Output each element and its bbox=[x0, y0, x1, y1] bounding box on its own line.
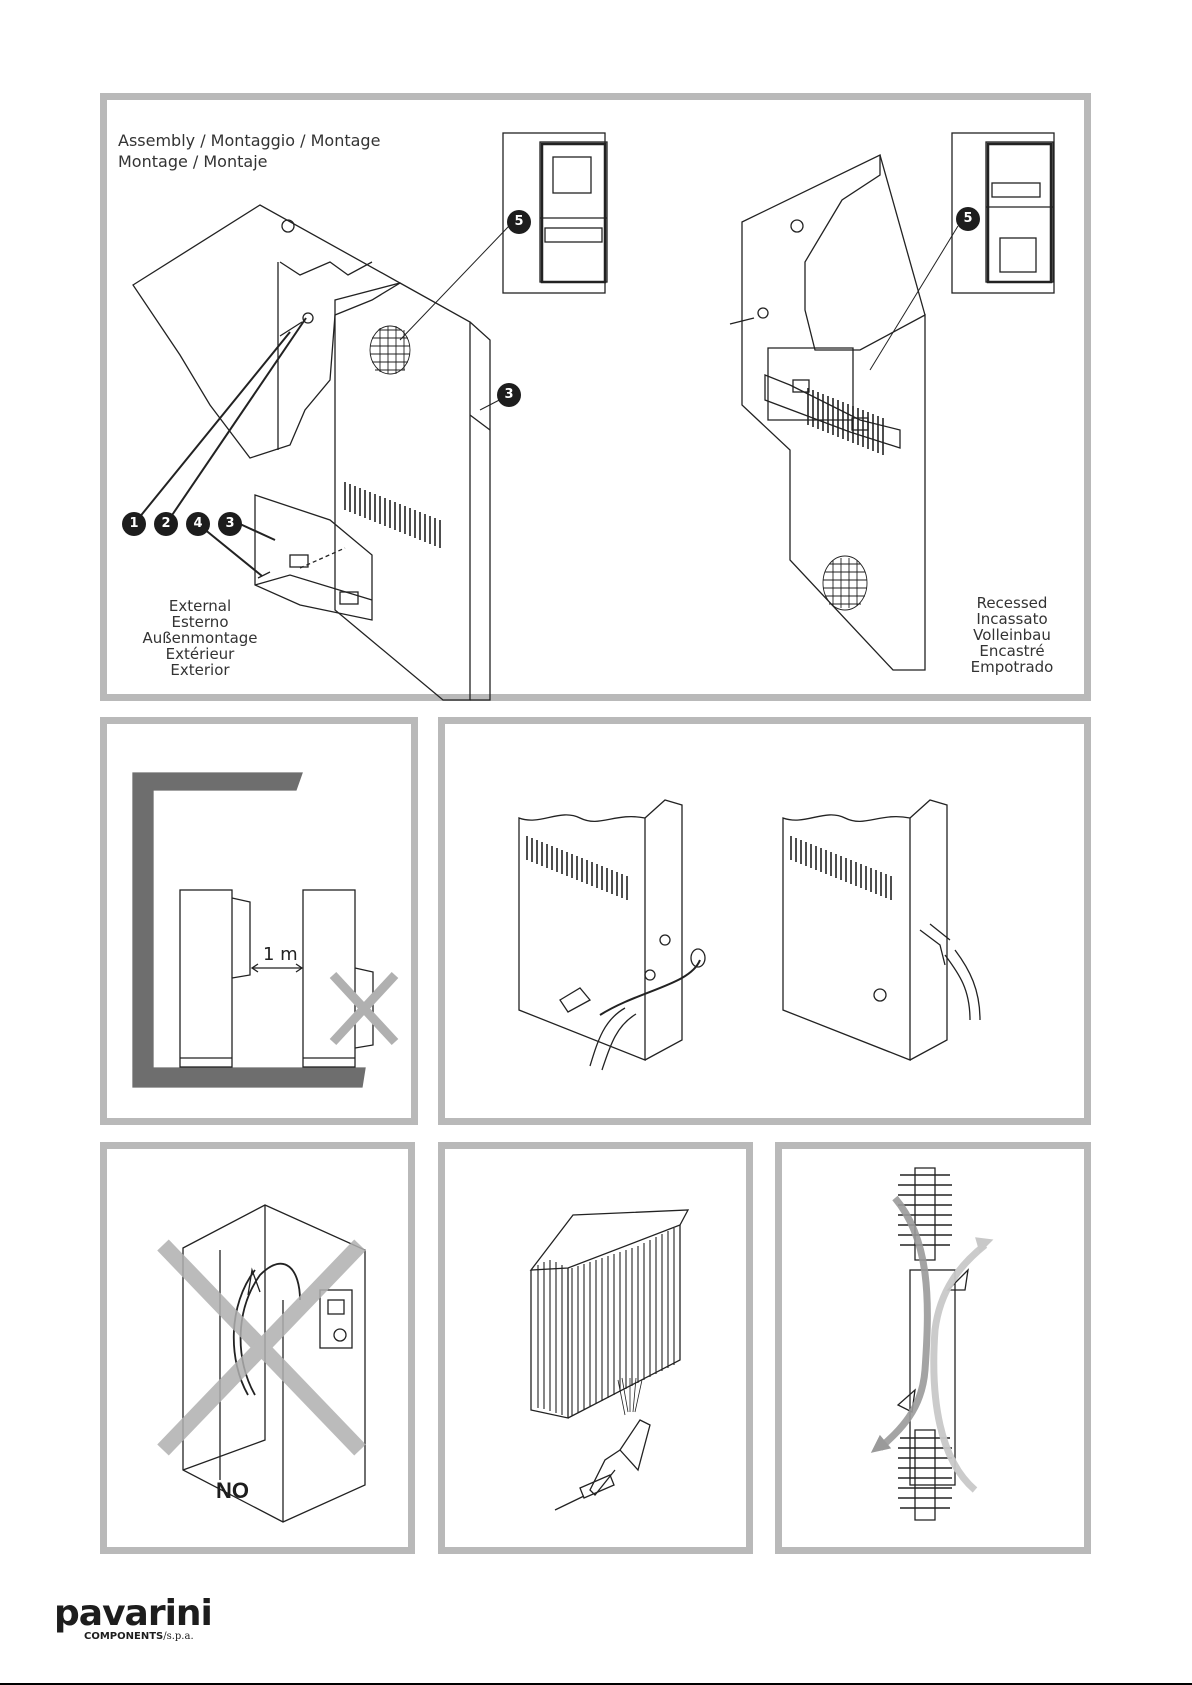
recessed-caption: Recessed Incassato Volleinbau Encastré E… bbox=[962, 595, 1062, 675]
assembly-title-line1: Assembly / Montaggio / Montage bbox=[118, 130, 380, 151]
brand-sub-text: COMPONENTS bbox=[84, 1631, 163, 1642]
brand-name: pavarini bbox=[54, 1596, 212, 1632]
external-label-it: Esterno bbox=[135, 614, 265, 630]
connection-drawing-right bbox=[783, 800, 980, 1060]
external-label-en: External bbox=[135, 598, 265, 614]
callout-4: 4 bbox=[186, 512, 210, 536]
recessed-label-it: Incassato bbox=[962, 611, 1062, 627]
callout-5-right: 5 bbox=[956, 207, 980, 231]
cleaning-drawing bbox=[531, 1210, 688, 1510]
brand-sub: COMPONENTS/s.p.a. bbox=[84, 1632, 212, 1642]
connection-drawing-left bbox=[519, 800, 705, 1070]
external-label-fr: Extérieur bbox=[135, 646, 265, 662]
callout-5-left: 5 bbox=[507, 210, 531, 234]
recessed-mount-drawing bbox=[730, 155, 958, 670]
enclosure-drawing bbox=[163, 1205, 365, 1522]
callout-3-bracket: 3 bbox=[218, 512, 242, 536]
recessed-label-en: Recessed bbox=[962, 595, 1062, 611]
external-caption: External Esterno Außenmontage Extérieur … bbox=[135, 598, 265, 678]
spacing-drawing bbox=[133, 773, 395, 1087]
assembly-title: Assembly / Montaggio / Montage Montage /… bbox=[118, 130, 380, 172]
no-label: NO bbox=[216, 1478, 249, 1504]
airflow-drawing bbox=[872, 1168, 992, 1520]
brand-logo: pavarini COMPONENTS/s.p.a. bbox=[54, 1596, 212, 1642]
recessed-label-fr: Encastré bbox=[962, 643, 1062, 659]
callout-2: 2 bbox=[154, 512, 178, 536]
callout-3-unit: 3 bbox=[497, 383, 521, 407]
brand-suffix: /s.p.a. bbox=[163, 1631, 193, 1642]
recessed-label-de: Volleinbau bbox=[962, 627, 1062, 643]
callout-1: 1 bbox=[122, 512, 146, 536]
external-label-es: Exterior bbox=[135, 662, 265, 678]
external-label-de: Außenmontage bbox=[135, 630, 265, 646]
distance-label: 1 m bbox=[263, 944, 298, 965]
assembly-title-line2: Montage / Montaje bbox=[118, 151, 380, 172]
recessed-label-es: Empotrado bbox=[962, 659, 1062, 675]
